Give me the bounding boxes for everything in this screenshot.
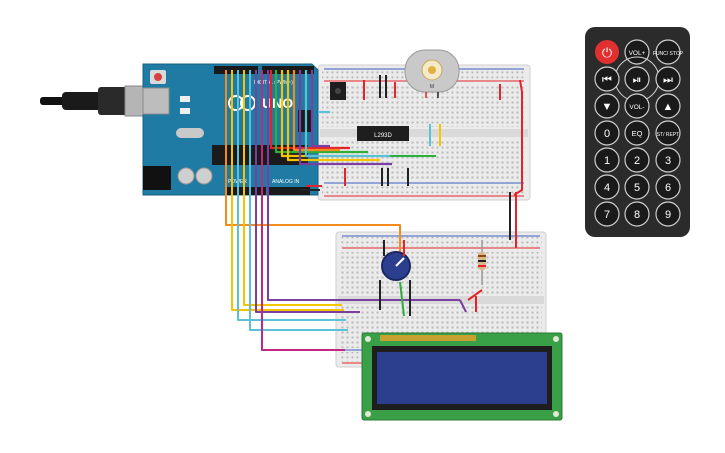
- remote-next-button[interactable]: [655, 66, 681, 92]
- remote-digit-7-label: 7: [604, 209, 610, 221]
- dc-power-jack: [143, 166, 171, 190]
- remote-digit-5-button[interactable]: [624, 174, 650, 200]
- remote-power-button[interactable]: [595, 40, 619, 64]
- arduino-uno-board: UNO DIGITAL (PWM~) POWER ANALOG IN: [142, 63, 319, 196]
- usb-cable: [40, 85, 153, 117]
- resistor: [478, 240, 486, 285]
- remote-digit-4-label: 4: [604, 182, 610, 194]
- remote-power-glyph: ⏻: [602, 45, 612, 60]
- motor-label: M: [430, 84, 434, 90]
- wires-lower: [225, 70, 460, 351]
- wires-power: [300, 79, 523, 248]
- board-model-label: UNO: [262, 95, 293, 111]
- remote-digit-1-button[interactable]: [594, 147, 620, 173]
- remote-digit-3-label: 3: [665, 155, 671, 167]
- remote-prev-glyph: ⏮: [602, 74, 612, 86]
- remote-st-rept-label: ST/ REPT: [657, 132, 680, 138]
- remote-digit-2-button[interactable]: [624, 147, 650, 173]
- remote-up-glyph: ▲: [663, 101, 674, 113]
- remote-digit-4-button[interactable]: [594, 174, 620, 200]
- remote-digit-9-label: 9: [665, 209, 671, 221]
- lcd-display: [361, 332, 563, 421]
- ir-remote: ⏻ VOL+ FUNC/ STOP ⏮ ⏯ ⏭ ▼ VOL- ▲ 0 EQ ST…: [585, 27, 690, 237]
- remote-vol-up-label: VOL+: [629, 50, 646, 57]
- atmega-chip: [212, 145, 308, 165]
- jumpers-lower: [379, 280, 483, 317]
- remote-eq-label: EQ: [632, 129, 643, 138]
- remote-digit-8-label: 8: [634, 209, 640, 221]
- remote-digit-5-label: 5: [634, 182, 640, 194]
- remote-digit-8-button[interactable]: [624, 201, 650, 227]
- lcd-screen: [377, 352, 547, 404]
- remote-digit-3-button[interactable]: [655, 147, 681, 173]
- remote-down-glyph: ▼: [602, 101, 613, 113]
- remote-play-pause-glyph: ⏯: [633, 74, 642, 86]
- remote-up-button[interactable]: [655, 93, 681, 119]
- wires-digital: [269, 70, 420, 166]
- driver-chip-label: L293D: [374, 133, 392, 139]
- push-button: [330, 82, 346, 100]
- remote-digit-1-label: 1: [604, 155, 610, 167]
- remote-digit-7-button[interactable]: [594, 201, 620, 227]
- remote-func-stop-label: FUNC/ STOP: [653, 51, 684, 57]
- remote-digit-0-button[interactable]: [594, 120, 620, 146]
- remote-func-stop-button[interactable]: [655, 39, 681, 65]
- jumpers-main: [344, 75, 501, 186]
- remote-digit-9-button[interactable]: [655, 201, 681, 227]
- motor-driver-chip: L293D: [357, 126, 409, 141]
- remote-digit-6-button[interactable]: [655, 174, 681, 200]
- dc-motor: M: [404, 49, 460, 98]
- remote-play-pause-button[interactable]: [624, 66, 650, 92]
- remote-prev-button[interactable]: [594, 66, 620, 92]
- remote-digit-6-label: 6: [665, 182, 671, 194]
- remote-down-button[interactable]: [594, 93, 620, 119]
- remote-vol-down-button[interactable]: [624, 93, 650, 119]
- remote-st-rept-button[interactable]: [655, 120, 681, 146]
- remote-digit-2-label: 2: [634, 155, 640, 167]
- remote-eq-button[interactable]: [624, 120, 650, 146]
- digital-pins-label: DIGITAL (PWM~): [254, 80, 293, 86]
- remote-next-glyph: ⏭: [663, 74, 673, 86]
- remote-digit-0-label: 0: [604, 128, 610, 140]
- potentiometer: [381, 240, 411, 281]
- remote-vol-down-label: VOL-: [629, 104, 644, 111]
- analog-pins-label: ANALOG IN: [272, 179, 300, 185]
